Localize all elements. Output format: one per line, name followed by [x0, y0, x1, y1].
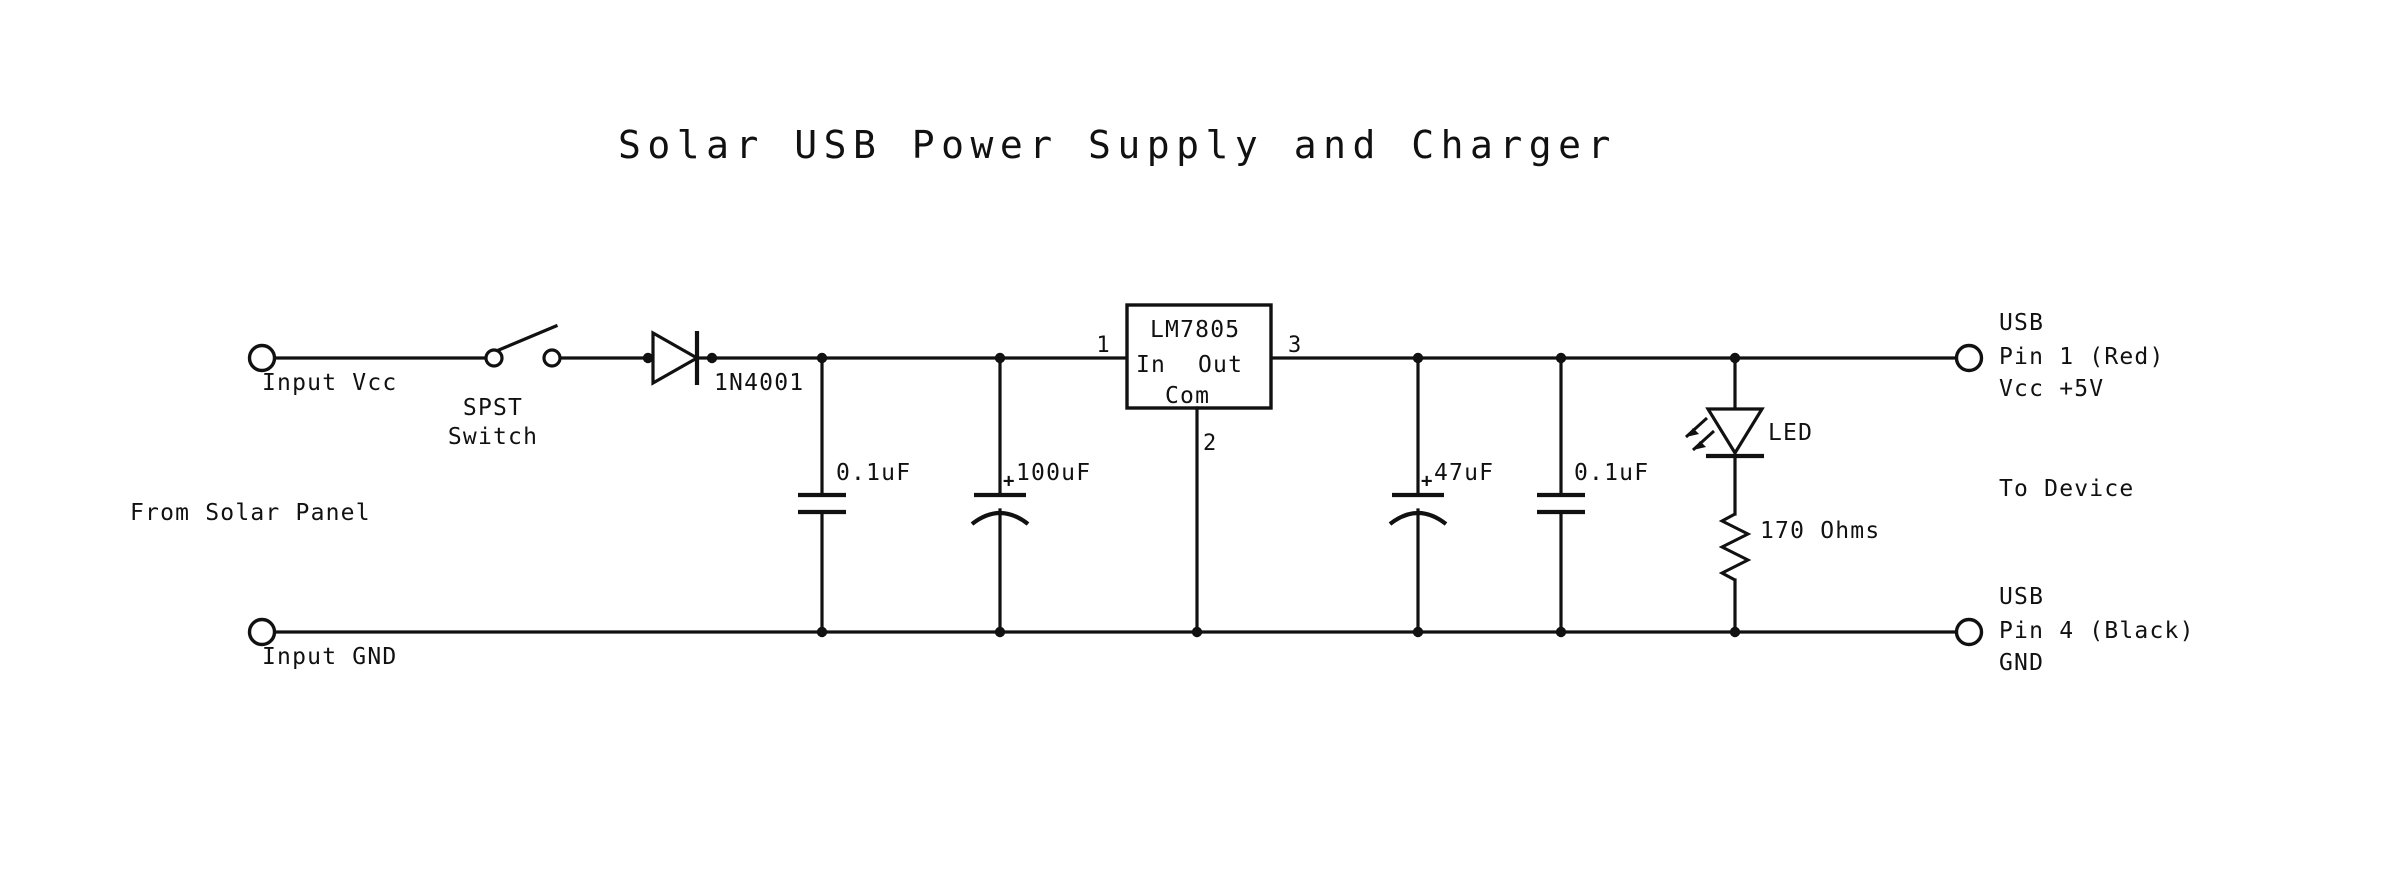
terminal-usb-pin1[interactable]: USB Pin 1 (Red) Vcc +5V	[1954, 310, 2165, 402]
capacitor-c2-label: 100uF	[1016, 460, 1091, 486]
capacitor-c3-label: 47uF	[1434, 460, 1494, 486]
capacitor-c1[interactable]: 0.1uF	[798, 352, 911, 638]
junction-dot	[642, 352, 654, 364]
resistor-label: 170 Ohms	[1760, 518, 1880, 544]
terminal-usb-pin1-line3: Vcc +5V	[1999, 376, 2104, 402]
junction-dot	[994, 352, 1006, 364]
resistor-zigzag-icon	[1718, 512, 1752, 582]
regulator-part-label: LM7805	[1150, 317, 1240, 343]
junction-dot	[994, 626, 1006, 638]
capacitor-c4-label: 0.1uF	[1574, 460, 1649, 486]
junction-dot	[1555, 352, 1567, 364]
led-indicator-branch[interactable]: LED 170 Ohms	[1684, 352, 1880, 638]
terminal-node-icon	[247, 343, 277, 373]
terminal-input-gnd-label: Input GND	[262, 644, 397, 670]
regulator-pin-in-label: In	[1136, 352, 1166, 378]
junction-dot	[816, 352, 828, 364]
terminal-usb-pin4-line1: USB	[1999, 584, 2044, 610]
diode-1n4001[interactable]: 1N4001	[642, 330, 804, 396]
capacitor-c3-polarity-mark: +	[1421, 470, 1432, 492]
junction-dot	[1729, 626, 1741, 638]
capacitor-c3[interactable]: + 47uF	[1388, 352, 1494, 638]
led-body-icon	[1705, 407, 1765, 457]
terminal-usb-pin4-line2: Pin 4 (Black)	[1999, 618, 2195, 644]
junction-dot	[706, 352, 718, 364]
terminal-usb-pin1-line2: Pin 1 (Red)	[1999, 344, 2165, 370]
voltage-regulator-lm7805[interactable]: LM7805 In Out Com 1 3 2	[1096, 303, 1301, 638]
terminal-input-vcc-label: Input Vcc	[262, 370, 397, 396]
capacitor-c2[interactable]: + 100uF	[970, 352, 1091, 638]
load-note: To Device	[1999, 476, 2134, 502]
switch-label-line2: Switch	[448, 424, 538, 450]
regulator-pin-1-number: 1	[1096, 333, 1109, 358]
capacitor-c2-polarity-mark: +	[1003, 470, 1014, 492]
regulator-pin-com-label: Com	[1165, 383, 1210, 409]
terminal-node-icon	[1954, 343, 1984, 373]
led-label: LED	[1768, 420, 1813, 446]
spst-switch[interactable]: SPST Switch	[448, 323, 562, 450]
terminal-node-icon	[247, 617, 277, 647]
source-note: From Solar Panel	[130, 500, 371, 526]
terminal-node-icon	[1954, 617, 1984, 647]
diode-body-icon	[651, 330, 701, 386]
junction-dot	[1729, 352, 1741, 364]
terminal-input-vcc[interactable]: Input Vcc	[247, 343, 398, 397]
capacitor-c1-label: 0.1uF	[836, 460, 911, 486]
terminal-usb-pin4[interactable]: USB Pin 4 (Black) GND	[1954, 584, 2195, 676]
diode-label: 1N4001	[714, 370, 804, 396]
switch-label-line1: SPST	[463, 395, 523, 421]
terminal-input-gnd[interactable]: Input GND	[247, 617, 398, 671]
regulator-pin-3-number: 3	[1288, 333, 1301, 358]
capacitor-c4[interactable]: 0.1uF	[1537, 352, 1649, 638]
junction-dot	[816, 626, 828, 638]
regulator-body	[1125, 303, 1273, 410]
junction-dot	[1191, 626, 1203, 638]
junction-dot	[1412, 626, 1424, 638]
junction-dot	[1555, 626, 1567, 638]
switch-pivot-icon	[484, 348, 504, 368]
switch-blade	[491, 323, 559, 355]
regulator-pin-out-label: Out	[1198, 352, 1243, 378]
terminal-usb-pin1-line1: USB	[1999, 310, 2044, 336]
terminal-usb-pin4-line3: GND	[1999, 650, 2044, 676]
page-title: Solar USB Power Supply and Charger	[618, 123, 1617, 167]
junction-dot	[1412, 352, 1424, 364]
switch-pole-icon	[542, 348, 562, 368]
led-emission-arrows-icon	[1684, 416, 1716, 452]
regulator-pin-2-number: 2	[1203, 431, 1216, 456]
